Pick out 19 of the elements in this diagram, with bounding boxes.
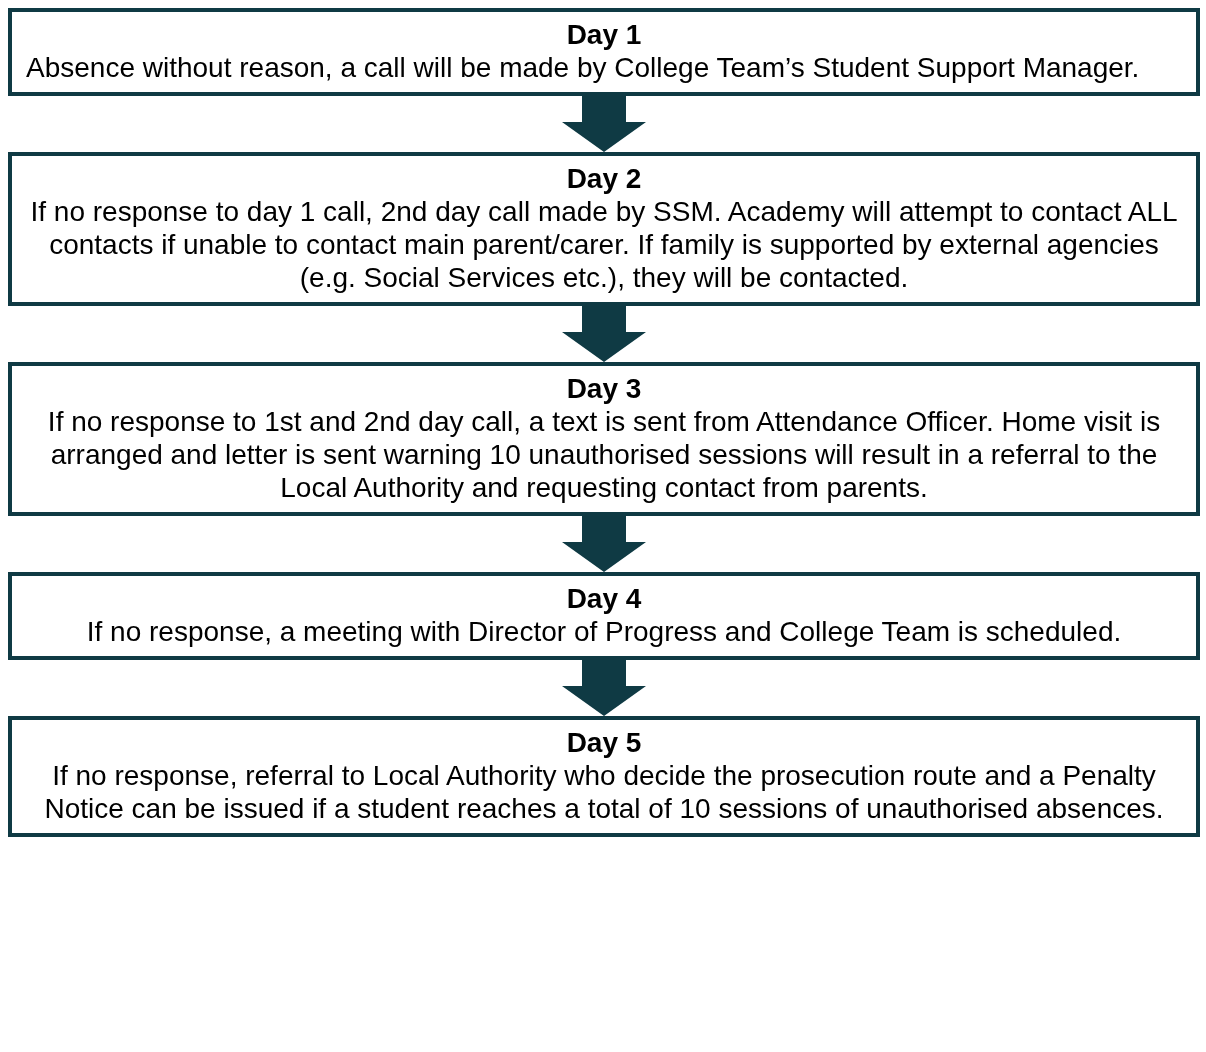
step-box [8, 152, 1200, 306]
step-box [8, 362, 1200, 516]
step-heading: Day 5 [565, 726, 643, 759]
arrow [562, 516, 646, 572]
step-box [8, 716, 1200, 837]
arrow [562, 96, 646, 152]
step-description: If no response to day 1 call, 2nd day call made by SSM. Academy will attempt to contact ALL contacts if unable to contact main parent/carer. If family is supported by external agencies (e.g. Social Services etc.), they will be contacted. [29, 195, 1179, 294]
step-heading: Day 1 [565, 18, 643, 51]
step-heading: Day 4 [565, 582, 643, 615]
arrow [562, 306, 646, 362]
arrow [562, 660, 646, 716]
step-heading: Day 3 [565, 372, 643, 405]
step-box [8, 8, 1200, 96]
step-description: If no response, referral to Local Authority who decide the prosecution route and a Penalty Notice can be issued if a student reaches a total of 10 sessions of unauthorised absences. [43, 759, 1165, 825]
step-box [8, 572, 1200, 660]
step-description: Absence without reason, a call will be made by College Team’s Student Support Manager. [26, 51, 1141, 84]
step-heading: Day 2 [565, 162, 643, 195]
step-description: If no response to 1st and 2nd day call, a text is sent from Attendance Officer. Home visit is arranged and letter is sent warning 10 unauthorised sessions will result in a referral to the Local Authority and requesting contact from parents. [46, 405, 1162, 504]
step-description: If no response, a meeting with Director of Progress and College Team is scheduled. [85, 615, 1123, 648]
